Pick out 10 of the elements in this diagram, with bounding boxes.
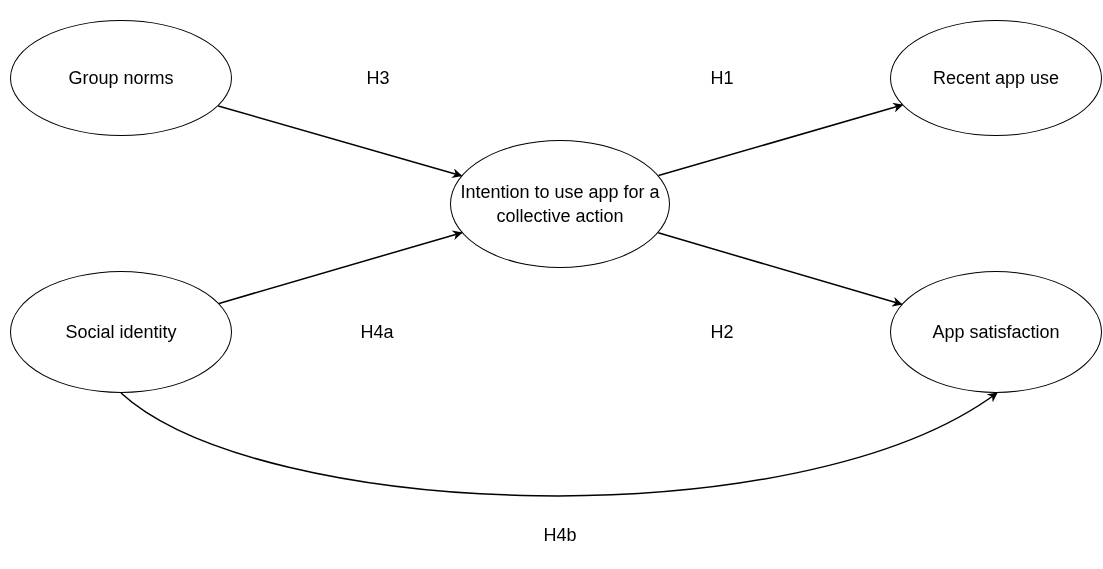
arrow (657, 232, 903, 307)
node-label: App satisfaction (932, 321, 1060, 344)
node-label: Intention to use app for a collective action (459, 181, 661, 228)
arrow (218, 230, 463, 305)
node-label: Social identity (65, 321, 177, 344)
node-label: Group norms (68, 67, 174, 90)
arrow (120, 392, 998, 497)
arrow (217, 105, 463, 178)
arrow (657, 102, 904, 177)
node-label: Recent app use (932, 67, 1060, 90)
